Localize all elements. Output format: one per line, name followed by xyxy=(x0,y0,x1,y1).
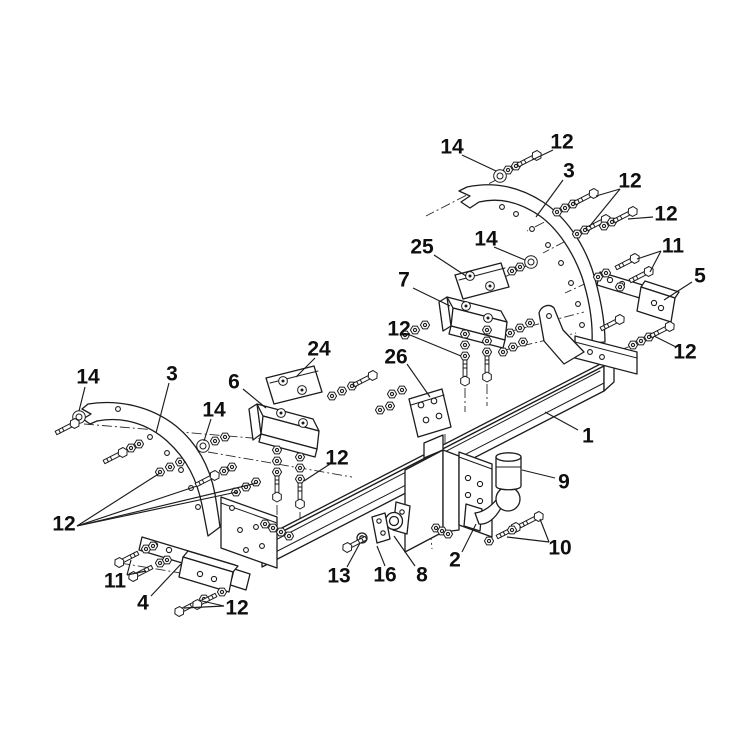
leader-line xyxy=(493,246,526,261)
part-label-26: 26 xyxy=(384,346,407,369)
leader-line xyxy=(539,518,550,543)
leader-line xyxy=(531,149,554,161)
part-label-13: 13 xyxy=(327,565,350,588)
leader-line xyxy=(242,388,267,409)
leader-line xyxy=(155,382,170,434)
leader-line xyxy=(295,357,316,378)
part-label-12: 12 xyxy=(654,203,677,226)
leader-line xyxy=(126,559,132,576)
washer-14-top xyxy=(493,169,507,183)
part-label-5: 5 xyxy=(694,265,706,288)
leader-line xyxy=(126,570,147,576)
part-label-3: 3 xyxy=(166,363,178,386)
leader-line xyxy=(412,287,451,307)
part-label-8: 8 xyxy=(416,564,428,587)
link-16 xyxy=(371,512,391,544)
part-label-24: 24 xyxy=(307,338,331,361)
plate-26 xyxy=(408,388,452,438)
leader-line xyxy=(406,363,431,398)
leader-line xyxy=(649,250,662,273)
part-label-16: 16 xyxy=(373,564,396,587)
left-bracket-beam-plate xyxy=(220,496,278,569)
leader-line xyxy=(521,469,556,479)
part-label-14: 14 xyxy=(202,399,226,422)
leader-line xyxy=(653,335,677,348)
mount-strap-right xyxy=(596,271,680,323)
part-label-14: 14 xyxy=(440,136,464,159)
leader-line xyxy=(150,563,182,597)
part-label-6: 6 xyxy=(228,371,240,394)
part-label-12: 12 xyxy=(550,131,573,154)
leader-line xyxy=(461,154,497,172)
part-label-12: 12 xyxy=(52,513,75,536)
part-label-12: 12 xyxy=(325,447,348,470)
part-label-12: 12 xyxy=(387,318,410,341)
part-label-11: 11 xyxy=(104,570,127,593)
part-label-12: 12 xyxy=(673,341,696,364)
right-bracket-gusset-fin xyxy=(538,304,585,365)
part-label-9: 9 xyxy=(558,471,570,494)
part-label-14: 14 xyxy=(474,228,498,251)
leader-line xyxy=(663,281,693,301)
part-label-3: 3 xyxy=(563,160,575,183)
leader-line xyxy=(544,411,579,431)
leader-line xyxy=(636,250,662,260)
shackle-8 xyxy=(384,501,411,535)
leader-line xyxy=(201,600,225,607)
leader-line xyxy=(506,536,550,543)
leader-line xyxy=(393,535,416,567)
plate-24 xyxy=(265,365,323,405)
leader-line xyxy=(203,418,212,442)
leader-line xyxy=(183,605,225,609)
leader-line xyxy=(588,188,621,228)
leader-line xyxy=(76,485,198,527)
leader-line xyxy=(376,545,386,567)
leader-line xyxy=(535,179,564,218)
leader-line xyxy=(627,216,654,220)
side-bracket-right xyxy=(458,184,638,375)
leader-line xyxy=(409,334,462,357)
part-label-11: 11 xyxy=(662,235,685,258)
part-label-4: 4 xyxy=(137,592,149,615)
leader-line xyxy=(76,472,161,527)
part-label-10: 10 xyxy=(548,537,571,560)
leader-line xyxy=(433,254,467,277)
part-label-25: 25 xyxy=(410,236,434,259)
part-label-12: 12 xyxy=(618,170,641,193)
part-label-14: 14 xyxy=(76,366,100,389)
leader-line xyxy=(78,386,86,412)
leader-line xyxy=(461,523,477,553)
part-label-2: 2 xyxy=(449,549,461,572)
leader-line xyxy=(303,463,331,482)
leader-line xyxy=(346,542,361,568)
leader-line xyxy=(595,188,621,197)
tow-ball xyxy=(463,452,522,532)
leader-line xyxy=(76,491,238,527)
leader-line xyxy=(76,482,258,527)
part-label-7: 7 xyxy=(398,269,410,292)
part-label-12: 12 xyxy=(225,597,248,620)
part-label-1: 1 xyxy=(582,425,594,448)
